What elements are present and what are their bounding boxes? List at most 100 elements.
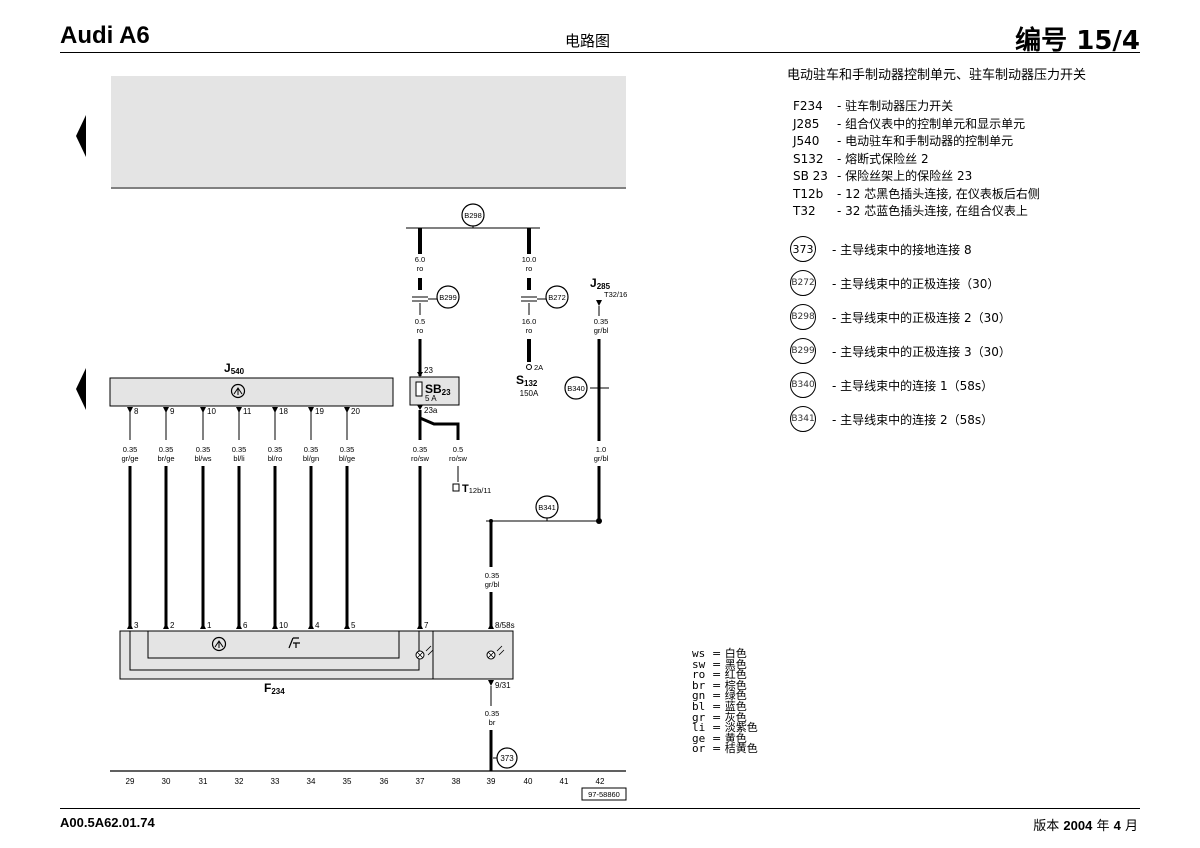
wire-b298-right bbox=[521, 228, 537, 362]
version-year: 2004 bbox=[1063, 818, 1093, 833]
column-number: 36 bbox=[380, 777, 389, 786]
column-number: 40 bbox=[524, 777, 533, 786]
component-legend: F234- 驻车制动器压力开关 J285 - 组合仪表中的控制单元和显示单元 J5… bbox=[793, 98, 1040, 221]
prev-page-arrow-icon[interactable] bbox=[76, 115, 86, 157]
s132-pin: 2A bbox=[534, 363, 543, 372]
legend-code: J540 bbox=[793, 134, 820, 148]
wire-color: ro/sw bbox=[449, 454, 468, 463]
color-code-legend: ws= 白色 sw= 黑色 ro= 红色 br= 棕色 gn= 绿色 bl= 蓝… bbox=[692, 647, 758, 756]
color-abbr: ro bbox=[692, 668, 706, 682]
legend-row: J540- 电动驻车和手制动器的控制单元 bbox=[793, 133, 1040, 151]
color-abbr: br bbox=[692, 678, 706, 692]
wire-color: ro/sw bbox=[411, 454, 430, 463]
junction-b340-label: B340 bbox=[567, 384, 585, 393]
color-row: ge= 黄色 bbox=[692, 731, 758, 745]
legend-code: J285 bbox=[793, 116, 820, 131]
connection-circle: B299 bbox=[790, 338, 816, 364]
column-number: 29 bbox=[126, 777, 135, 786]
wire-size: 0.35 bbox=[196, 445, 211, 454]
pin-number: 2 bbox=[170, 621, 175, 630]
version-month: 4 bbox=[1113, 818, 1121, 833]
wire-color: ro bbox=[526, 326, 533, 335]
wire-color: bl/ws bbox=[194, 454, 211, 463]
sb23-label: SB23 bbox=[425, 382, 451, 397]
color-row: br= 棕色 bbox=[692, 678, 758, 692]
s132-label: S132 bbox=[516, 373, 538, 388]
wire-size: 0.5 bbox=[453, 445, 463, 454]
wire-color: bl/li bbox=[233, 454, 245, 463]
pin-number: 10 bbox=[207, 407, 216, 416]
drawing-number-box bbox=[581, 787, 627, 801]
model-title: Audi A6 bbox=[60, 22, 150, 49]
legend-row: J285 - 组合仪表中的控制单元和显示单元 bbox=[793, 116, 1040, 134]
junction-b298-label: B298 bbox=[464, 211, 482, 220]
color-row: ws= 白色 bbox=[692, 647, 758, 660]
wire-color: ro bbox=[526, 264, 533, 273]
color-row: or= 桔黄色 bbox=[692, 742, 758, 756]
prev-section-arrow-icon[interactable] bbox=[76, 368, 86, 410]
legend-code: SB 23 bbox=[793, 169, 828, 183]
diagram-subtitle: 电动驻车和手制动器控制单元、驻车制动器压力开关 bbox=[787, 68, 1087, 83]
connection-desc: - 主导线束中的连接 1（58s） bbox=[832, 379, 994, 393]
color-row: sw= 黑色 bbox=[692, 657, 758, 671]
pin-number: 8 bbox=[134, 407, 139, 416]
connector-icon bbox=[452, 483, 460, 492]
page-number: 编号 15/4 bbox=[1015, 26, 1140, 56]
wire-size: 0.35 bbox=[304, 445, 319, 454]
f234-pressure-switch bbox=[119, 630, 514, 680]
connection-desc: - 主导线束中的正极连接（30） bbox=[832, 277, 1000, 291]
legend-desc: - 熔断式保险丝 2 bbox=[837, 151, 929, 166]
version-year-word: 年 bbox=[1096, 819, 1110, 834]
s132-rating: 150A bbox=[520, 389, 539, 398]
sb23-outputs bbox=[418, 410, 460, 629]
color-desc: = 灰色 bbox=[712, 710, 747, 724]
j540-pin-arrows bbox=[127, 407, 350, 413]
j285-label: J285 bbox=[590, 276, 611, 291]
pin-number: 8/58s bbox=[495, 621, 515, 630]
junction-b299 bbox=[436, 285, 460, 309]
j285-pin: T32/16 bbox=[604, 290, 627, 299]
column-numbers: 29 30 31 32 33 34 35 36 37 38 39 40 41 4… bbox=[126, 777, 605, 786]
wire-size: 0.35 bbox=[413, 445, 428, 454]
color-desc: = 白色 bbox=[712, 647, 747, 660]
connection-desc: - 主导线束中的正极连接 2（30） bbox=[832, 311, 1011, 325]
legend-desc: - 驻车制动器压力开关 bbox=[837, 99, 954, 113]
color-desc: = 桔黄色 bbox=[712, 742, 758, 756]
wire-color: bl/ro bbox=[268, 454, 283, 463]
color-desc: = 红色 bbox=[712, 668, 747, 682]
wire-size: 10.0 bbox=[522, 255, 537, 264]
pin-number: 19 bbox=[315, 407, 324, 416]
legend-row: T12b- 12 芯黑色插头连接, 在仪表板后右侧 bbox=[793, 186, 1040, 204]
legend-desc: - 12 芯黑色插头连接, 在仪表板后右侧 bbox=[837, 186, 1040, 201]
wire-size: 0.5 bbox=[415, 317, 425, 326]
color-abbr: sw bbox=[692, 657, 706, 671]
legend-code: S132 bbox=[793, 151, 824, 166]
version-prefix: 版本 bbox=[1033, 819, 1060, 834]
color-row: gr= 灰色 bbox=[692, 710, 758, 724]
column-number: 32 bbox=[235, 777, 244, 786]
pin-number: 18 bbox=[279, 407, 288, 416]
legend-desc: - 保险丝架上的保险丝 23 bbox=[837, 169, 973, 183]
connection-desc: - 主导线束中的连接 2（58s） bbox=[832, 413, 994, 427]
wire-color: gr/ge bbox=[121, 454, 138, 463]
color-desc: = 黄色 bbox=[712, 731, 747, 745]
ground-373-label: 373 bbox=[500, 754, 514, 763]
wire-size: 0.35 bbox=[232, 445, 247, 454]
version-month-word: 月 bbox=[1124, 819, 1138, 834]
pin-number: 11 bbox=[243, 407, 252, 416]
column-number: 38 bbox=[452, 777, 461, 786]
legend-row: F234- 驻车制动器压力开关 bbox=[793, 98, 1040, 116]
pin-number: 20 bbox=[351, 407, 360, 416]
wire-color: br bbox=[489, 718, 496, 727]
column-number: 39 bbox=[487, 777, 496, 786]
pin-number: 4 bbox=[315, 621, 320, 630]
connection-circle: B341 bbox=[790, 406, 816, 432]
column-number: 31 bbox=[199, 777, 208, 786]
wire-color: bl/ge bbox=[339, 454, 355, 463]
legend-desc: - 32 芯蓝色插头连接, 在组合仪表上 bbox=[837, 204, 1028, 218]
wire-size: 0.35 bbox=[159, 445, 174, 454]
header-divider bbox=[60, 52, 1140, 53]
legend-desc: - 组合仪表中的控制单元和显示单元 bbox=[837, 116, 1026, 131]
drawing-number: 97-58860 bbox=[588, 790, 620, 799]
color-row: li= 淡紫色 bbox=[692, 722, 758, 734]
